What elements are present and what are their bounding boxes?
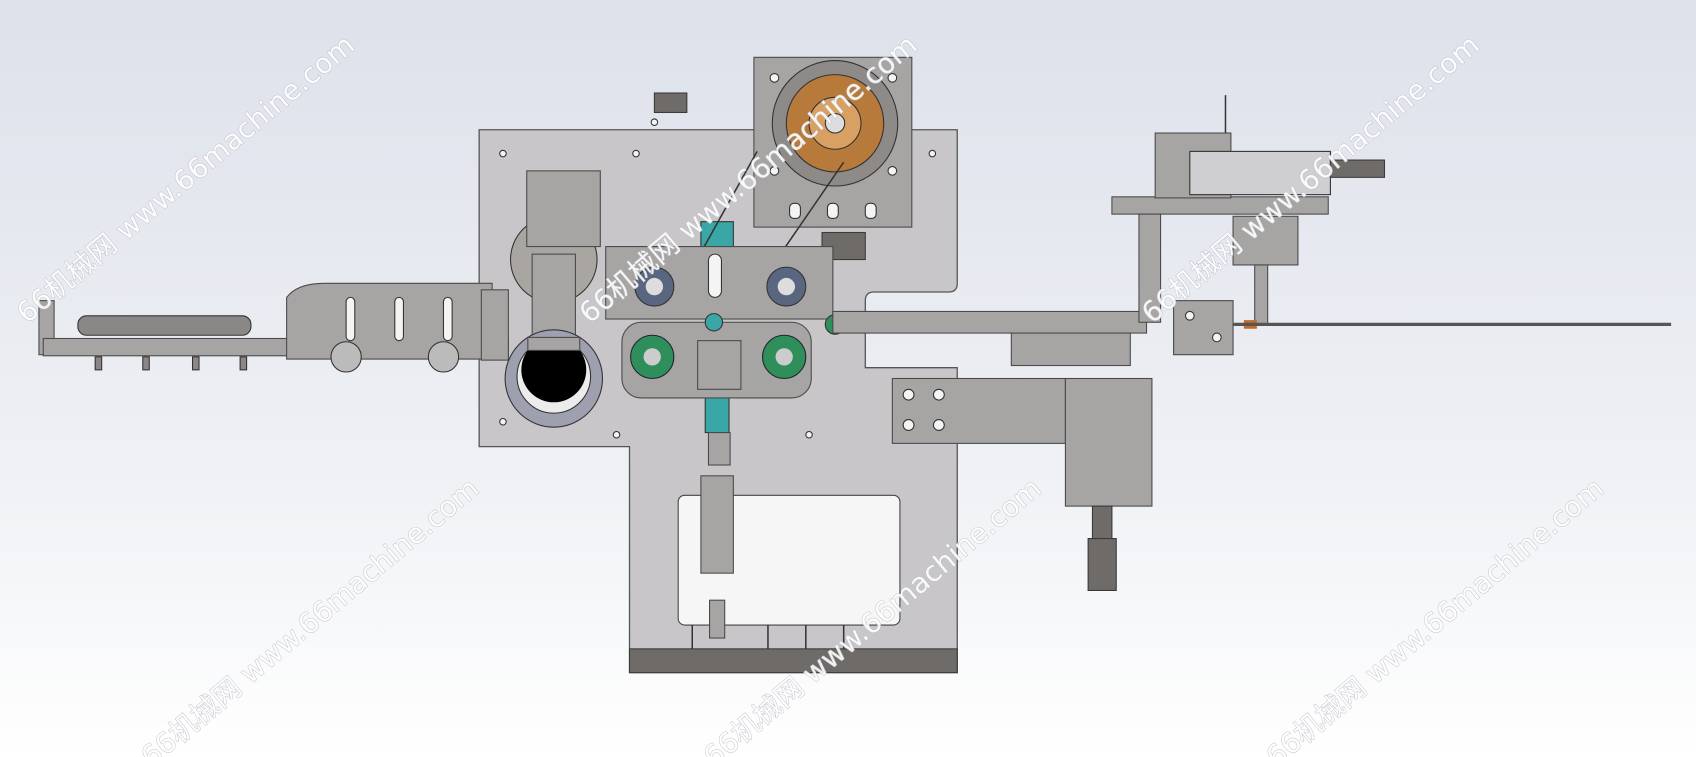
base-ribs: [691, 625, 845, 649]
left-feed-rail: [38, 282, 509, 373]
black-knob: [521, 337, 587, 403]
right-arm-assembly: [832, 95, 1672, 592]
plate-holes: [499, 118, 937, 439]
servo-motor: [753, 56, 913, 228]
base-bar: [628, 648, 958, 674]
connector: [653, 92, 688, 114]
tension-wheel: [504, 170, 604, 428]
feed-roller-block: [605, 246, 846, 639]
